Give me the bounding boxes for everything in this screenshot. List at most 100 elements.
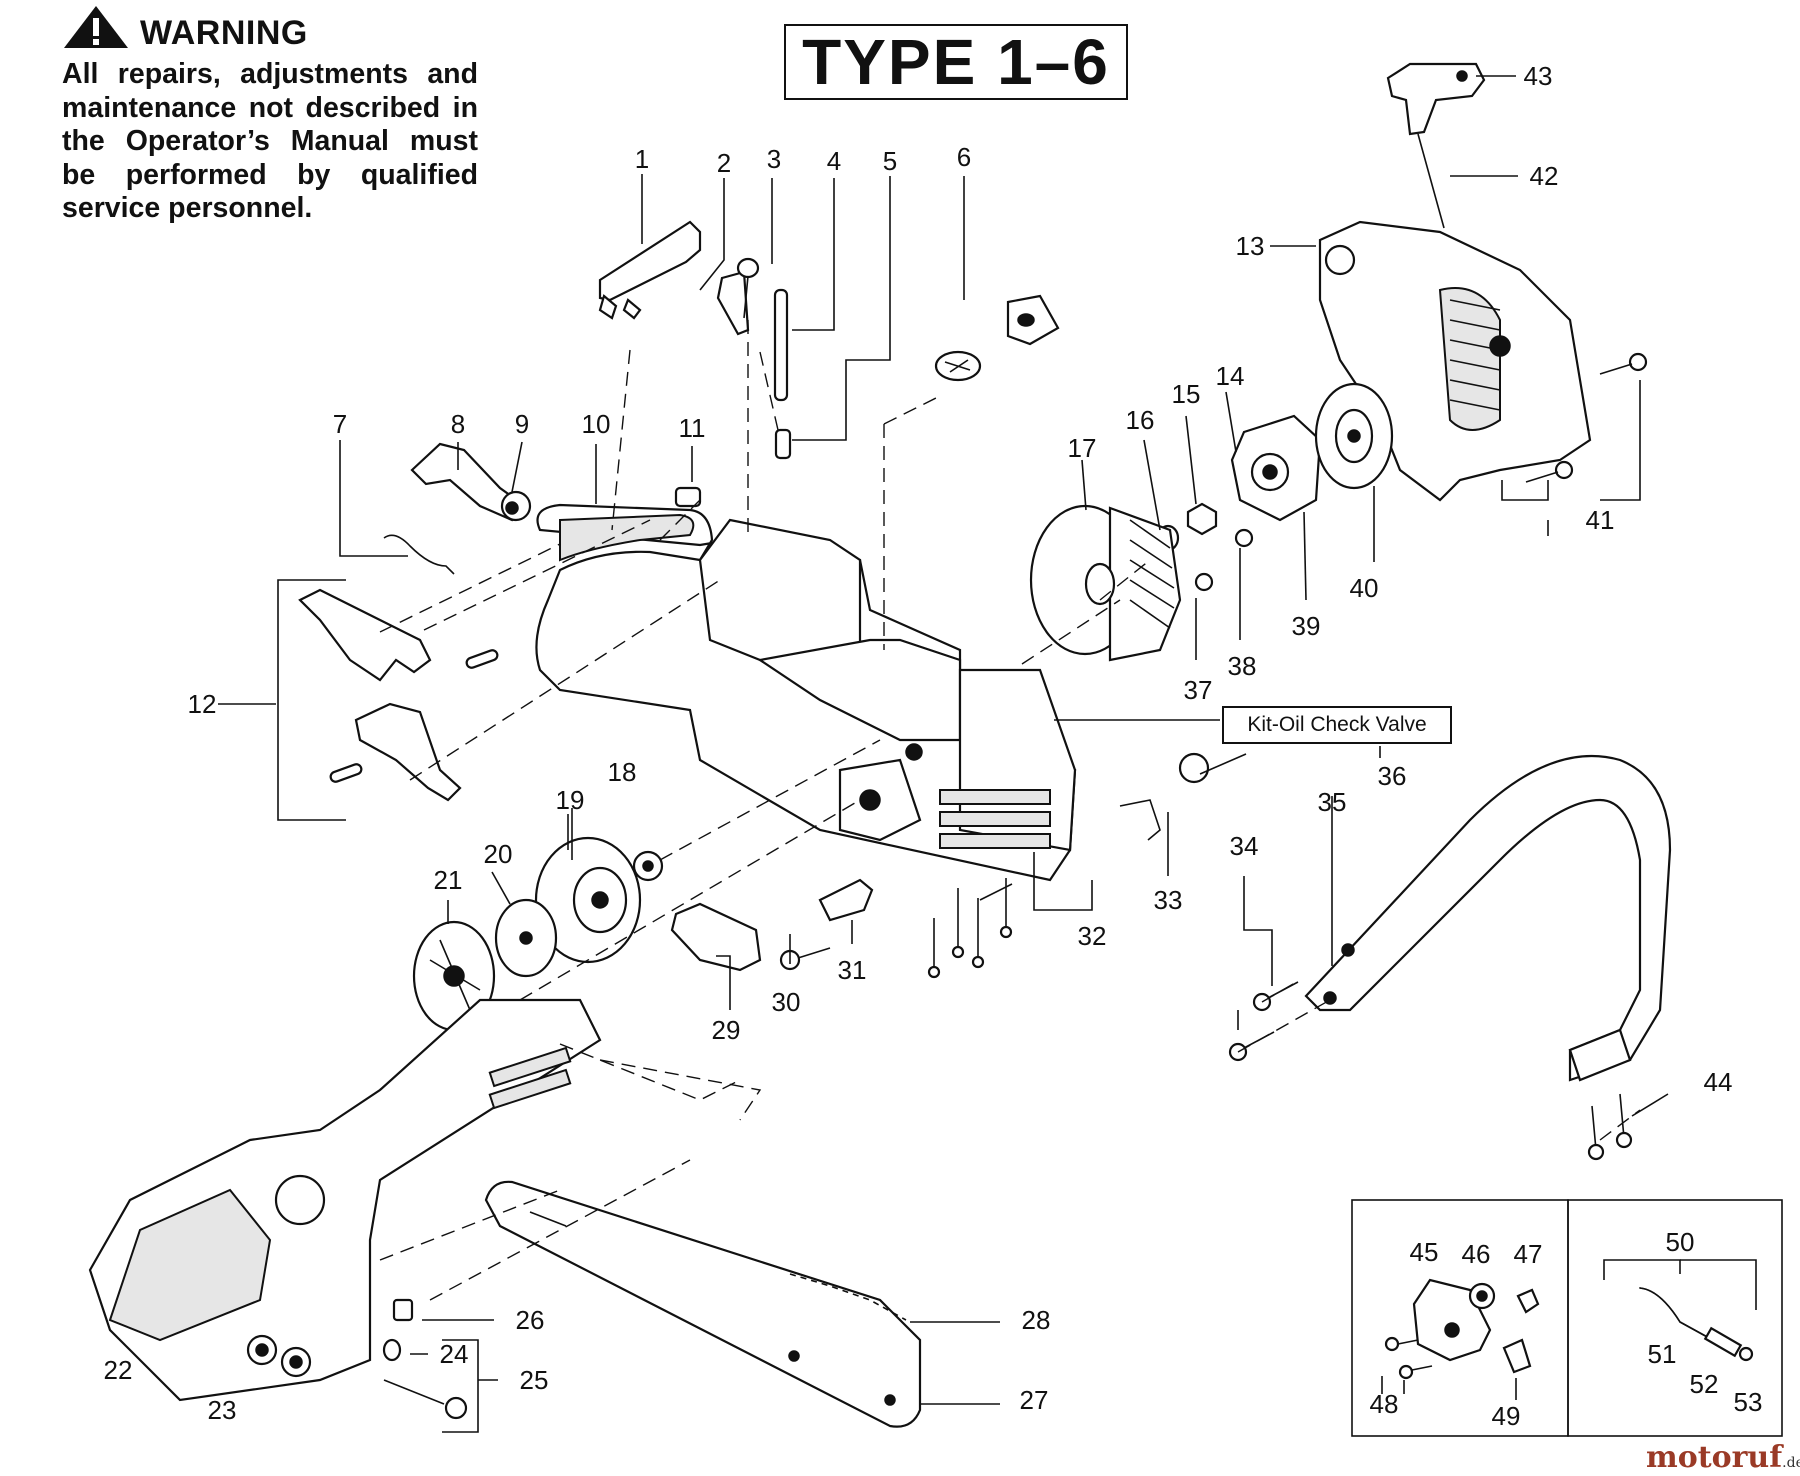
part-52-hose-tube bbox=[1703, 1326, 1743, 1358]
callout-48: 48 bbox=[1369, 1389, 1399, 1419]
callout-20: 20 bbox=[483, 839, 513, 869]
part-34-bolts bbox=[1228, 981, 1299, 1062]
warning-text: All repairs, adjustments and maintenance… bbox=[62, 58, 478, 224]
part-19-clutch-drum bbox=[534, 836, 642, 964]
part-41-screws bbox=[1525, 352, 1648, 483]
callout-16: 16 bbox=[1125, 405, 1155, 435]
callout-51: 51 bbox=[1647, 1339, 1677, 1369]
callout-18: 18 bbox=[607, 757, 637, 787]
callout-26: 26 bbox=[515, 1305, 545, 1335]
callout-44: 44 bbox=[1703, 1067, 1733, 1097]
callout-37: 37 bbox=[1183, 675, 1213, 705]
part-53-hose-filter bbox=[1738, 1346, 1754, 1362]
part-51-oil-hose bbox=[1639, 1287, 1721, 1345]
part-46-pump-gear bbox=[1468, 1282, 1496, 1310]
part-9-lever bbox=[500, 490, 532, 522]
callout-27: 27 bbox=[1019, 1385, 1049, 1415]
part-31-chain-catcher bbox=[818, 878, 874, 922]
watermark-text: motoruf bbox=[1646, 1440, 1783, 1475]
part-29-bar-plate bbox=[670, 902, 762, 972]
callout-13: 13 bbox=[1235, 231, 1265, 261]
callout-10: 10 bbox=[581, 409, 611, 439]
callout-29: 29 bbox=[711, 1015, 741, 1045]
callout-6: 6 bbox=[956, 142, 972, 172]
part-12-brake-assembly bbox=[298, 588, 499, 802]
callout-50: 50 bbox=[1665, 1227, 1695, 1257]
part-2-spring bbox=[716, 270, 750, 336]
callout-46: 46 bbox=[1461, 1239, 1491, 1269]
part-28-saw-chain bbox=[789, 1273, 907, 1321]
callout-40: 40 bbox=[1349, 573, 1379, 603]
callout-28: 28 bbox=[1021, 1305, 1051, 1335]
callout-4: 4 bbox=[826, 146, 842, 176]
callout-53: 53 bbox=[1733, 1387, 1763, 1417]
part-5-pin bbox=[759, 351, 792, 460]
callout-24: 24 bbox=[439, 1339, 469, 1369]
part-42-starter-rope bbox=[1417, 133, 1445, 229]
callout-9: 9 bbox=[514, 409, 530, 439]
part-22-clutch-cover bbox=[88, 998, 602, 1402]
part-25-tension-screw bbox=[383, 1379, 468, 1420]
part-1-throttle-lock bbox=[598, 220, 702, 320]
part-17-flywheel bbox=[1029, 504, 1182, 662]
part-3-screw bbox=[736, 257, 760, 319]
callout-32: 32 bbox=[1077, 921, 1107, 951]
callout-3: 3 bbox=[766, 144, 782, 174]
callout-8: 8 bbox=[450, 409, 466, 439]
assembly-lines bbox=[379, 320, 1641, 1301]
part-30-bolt bbox=[779, 947, 831, 971]
kit-oil-check-valve-label: Kit-Oil Check Valve bbox=[1222, 706, 1452, 744]
part-26-nut bbox=[392, 1298, 414, 1322]
warning-triangle-icon bbox=[64, 6, 128, 48]
part-21-clutch bbox=[412, 920, 496, 1032]
callout-11: 11 bbox=[678, 413, 706, 443]
callout-35: 35 bbox=[1317, 787, 1347, 817]
warning-title: WARNING bbox=[140, 14, 308, 52]
callout-33: 33 bbox=[1153, 885, 1183, 915]
part-23-nuts bbox=[246, 1334, 312, 1378]
callout-17: 17 bbox=[1067, 433, 1097, 463]
callout-22: 22 bbox=[103, 1355, 133, 1385]
part-49-pump-fitting bbox=[1502, 1338, 1532, 1374]
part-6-oil-cap bbox=[934, 294, 1060, 382]
callout-21: 21 bbox=[433, 865, 463, 895]
part-33-check-valve bbox=[1119, 752, 1210, 841]
part-4-rod bbox=[773, 288, 789, 402]
part-44-bolts bbox=[1568, 1028, 1633, 1161]
part-24-spring bbox=[382, 1338, 402, 1362]
callout-42: 42 bbox=[1529, 161, 1559, 191]
callout-36: 36 bbox=[1377, 761, 1407, 791]
callout-52: 52 bbox=[1689, 1369, 1719, 1399]
part-14-starter-pawl bbox=[1230, 414, 1322, 522]
part-35-front-handle bbox=[1304, 754, 1672, 1082]
callout-47: 47 bbox=[1513, 1239, 1543, 1269]
callout-1: 1 bbox=[634, 144, 650, 174]
part-11-clip bbox=[674, 486, 702, 508]
part-47-plug bbox=[1516, 1288, 1540, 1314]
part-37-spring bbox=[1194, 572, 1214, 592]
callout-30: 30 bbox=[771, 987, 801, 1017]
callout-39: 39 bbox=[1291, 611, 1321, 641]
callout-34: 34 bbox=[1229, 831, 1259, 861]
type-label: TYPE 1–6 bbox=[784, 24, 1128, 100]
callout-5: 5 bbox=[882, 146, 898, 176]
callout-2: 2 bbox=[716, 148, 732, 178]
callout-25: 25 bbox=[519, 1365, 549, 1395]
part-43-starter-handle bbox=[1386, 62, 1486, 136]
part-32-screws bbox=[927, 878, 1013, 979]
watermark-logo: motoruf.de bbox=[1646, 1440, 1800, 1475]
callout-14: 14 bbox=[1215, 361, 1245, 391]
callout-41: 41 bbox=[1585, 505, 1615, 535]
part-40-starter-pulley bbox=[1314, 382, 1394, 490]
part-7-spring bbox=[383, 534, 455, 575]
callout-38: 38 bbox=[1227, 651, 1257, 681]
part-27-guide-bar bbox=[484, 1180, 922, 1428]
callout-45: 45 bbox=[1409, 1237, 1439, 1267]
callout-23: 23 bbox=[207, 1395, 237, 1425]
part-15-nut bbox=[1186, 502, 1218, 536]
callout-19: 19 bbox=[555, 785, 585, 815]
callout-49: 49 bbox=[1491, 1401, 1521, 1431]
leader-lines bbox=[218, 75, 1757, 1433]
